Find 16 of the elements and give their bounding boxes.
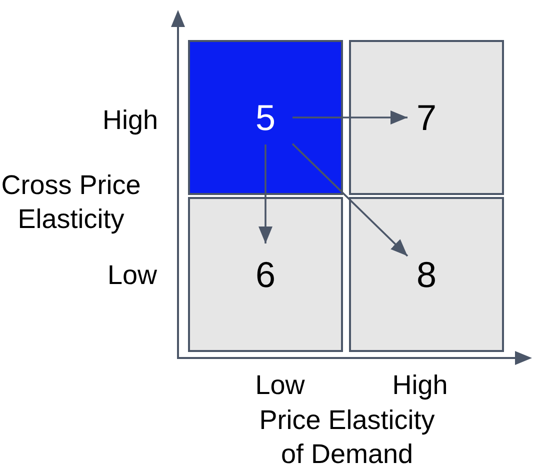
axis-title: Cross Price Elasticity bbox=[1, 170, 141, 234]
axis-level-label: Low bbox=[255, 370, 305, 400]
quadrant-box bbox=[188, 40, 343, 195]
quadrant-box bbox=[349, 40, 504, 195]
axis-level-label: Low bbox=[107, 260, 157, 290]
quadrant-box bbox=[188, 197, 343, 352]
quadrant-number: 7 bbox=[416, 100, 437, 136]
arrow bbox=[292, 110, 408, 124]
axis-title: Price Elasticity of Demand bbox=[259, 405, 435, 469]
quadrant-number: 8 bbox=[416, 256, 437, 292]
quadrant-number: 5 bbox=[255, 100, 276, 136]
arrow bbox=[258, 144, 272, 244]
axis-level-label: High bbox=[102, 105, 158, 135]
axis-level-label: High bbox=[392, 370, 448, 400]
quadrant-number: 6 bbox=[255, 256, 276, 292]
quadrant-box bbox=[349, 197, 504, 352]
